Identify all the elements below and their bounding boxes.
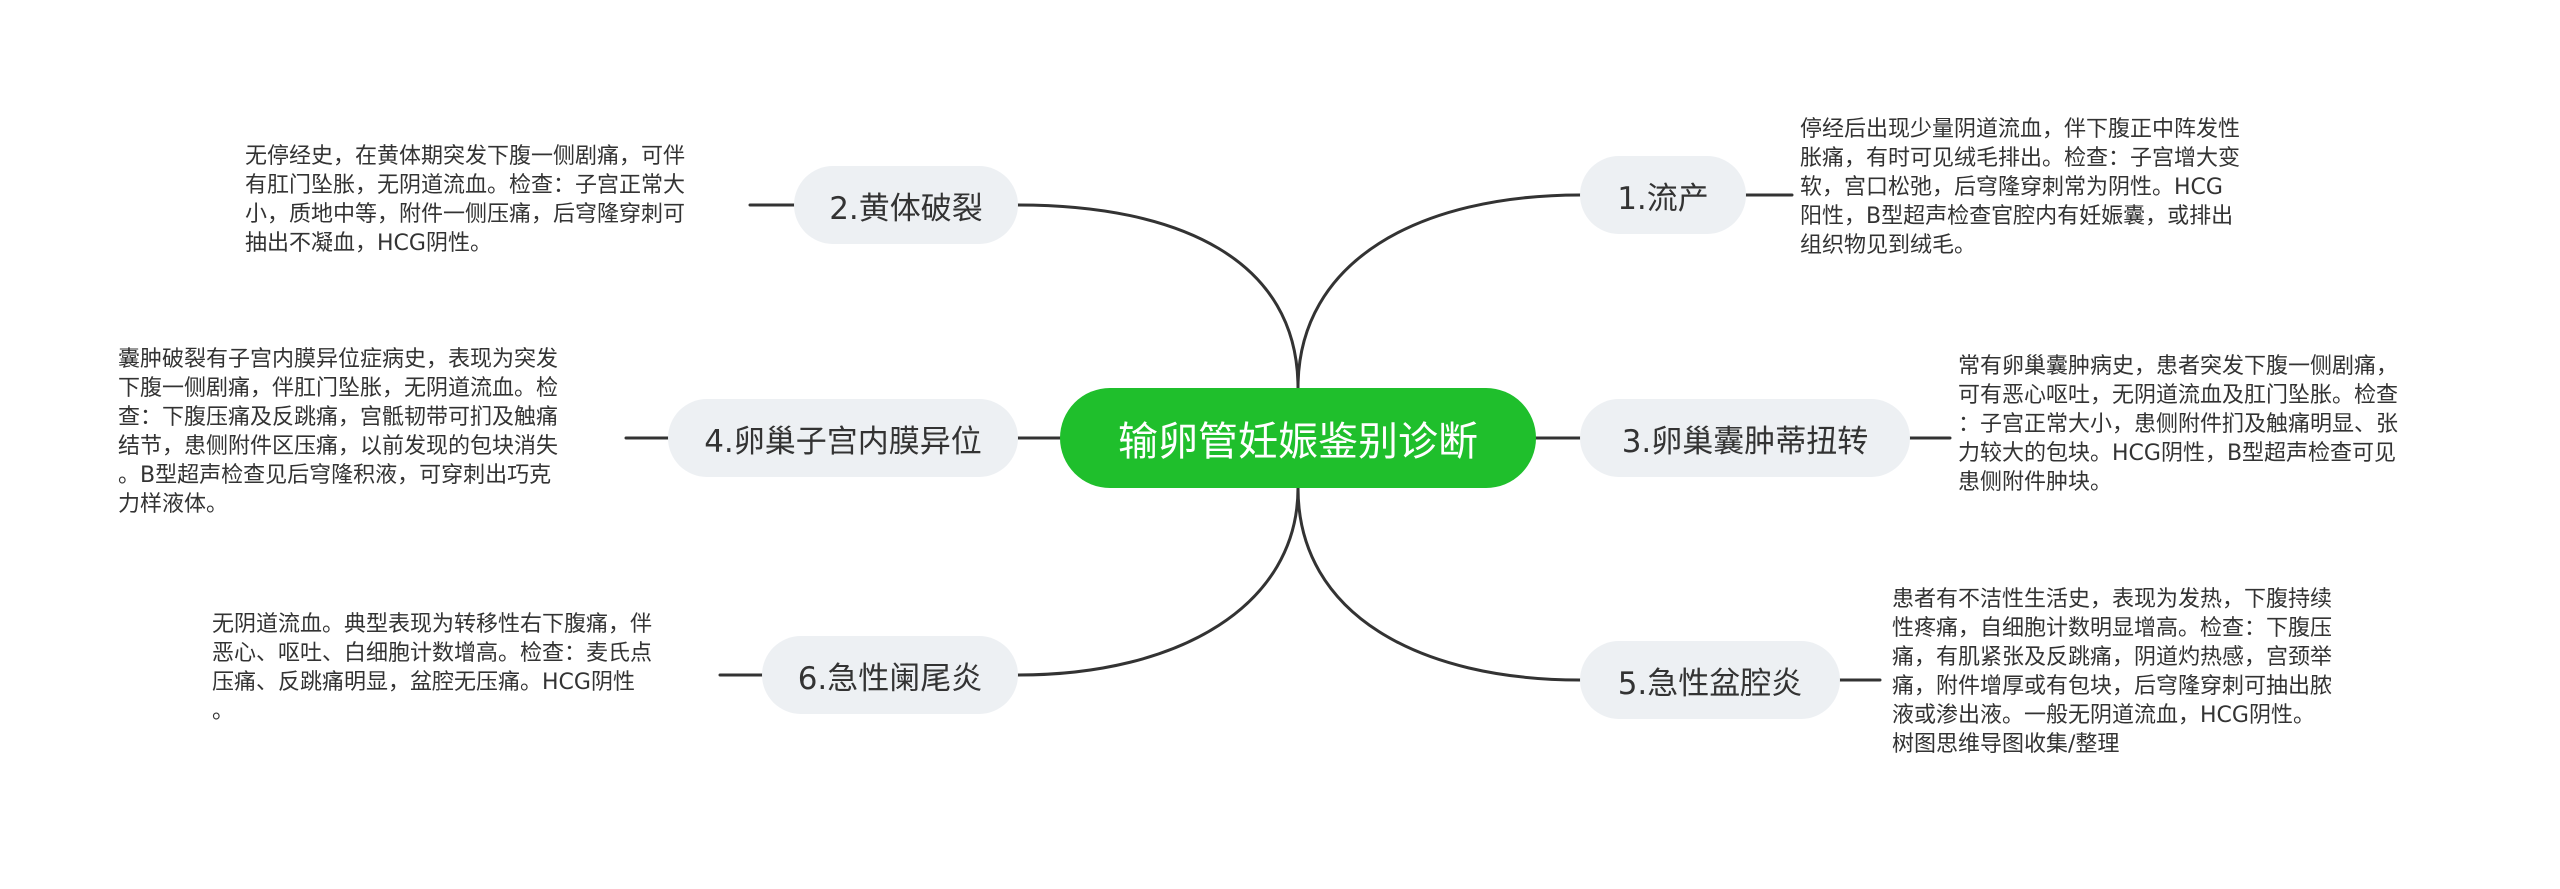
branch-5-acute-pid[interactable]: 5.急性盆腔炎	[1580, 641, 1840, 719]
root-topic[interactable]: 输卵管妊娠鉴别诊断	[1060, 388, 1536, 488]
connector-2	[1016, 203, 1300, 390]
branch-2-corpus-luteum-rupture[interactable]: 2.黄体破裂	[794, 166, 1018, 244]
branch-6-detail: 无阴道流血。典型表现为转移性右下腹痛，伴 恶心、呕吐、白细胞计数增高。检查：麦氏…	[212, 612, 653, 724]
branch-4-detail: 囊肿破裂有子宫内膜异位症病史，表现为突发 下腹一侧剧痛，伴肛门坠胀，无阴道流血。…	[118, 347, 559, 517]
connector-5	[1296, 486, 1582, 682]
branch-3-detail: 常有卵巢囊肿病史，患者突发下腹一侧剧痛， 可有恶心呕吐，无阴道流血及肛门坠胀。检…	[1958, 354, 2399, 495]
branch-1-detail: 停经后出现少量阴道流血，伴下腹正中阵发性 胀痛，有时可见绒毛排出。检查：子宫增大…	[1800, 117, 2241, 258]
branch-5-detail: 患者有不洁性生活史，表现为发热，下腹持续 性疼痛，自细胞计数明显增高。检查：下腹…	[1892, 587, 2333, 757]
branch-6-appendicitis[interactable]: 6.急性阑尾炎	[762, 636, 1018, 714]
branch-3-ovarian-torsion[interactable]: 3.卵巢囊肿蒂扭转	[1580, 399, 1910, 477]
connector-6	[1016, 486, 1300, 677]
branch-1-miscarriage[interactable]: 1.流产	[1580, 156, 1746, 234]
connector-1	[1296, 193, 1582, 390]
branch-2-detail: 无停经史，在黄体期突发下腹一侧剧痛，可伴 有肛门坠胀，无阴道流血。检查：子宫正常…	[245, 144, 686, 256]
branch-4-endometrioma[interactable]: 4.卵巢子宫内膜异位	[668, 399, 1018, 477]
